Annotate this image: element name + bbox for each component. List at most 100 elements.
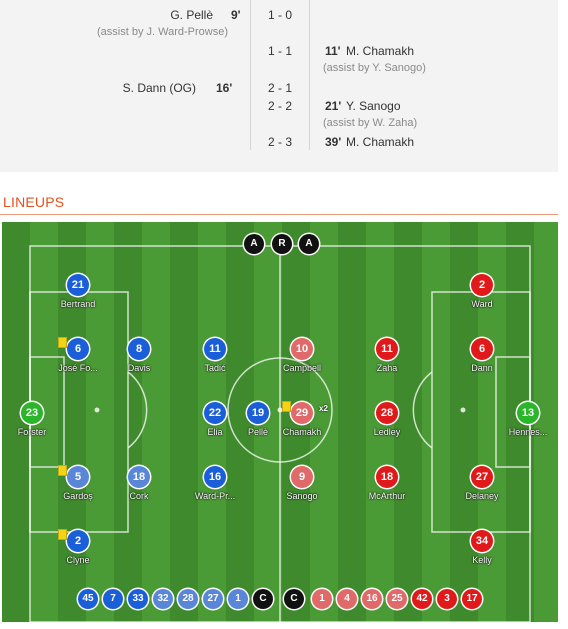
sub-home[interactable]: 32 xyxy=(153,589,173,609)
yellow-card-icon xyxy=(58,529,67,540)
sub-away[interactable]: 17 xyxy=(462,589,482,609)
player-name: Davis xyxy=(127,363,151,373)
referee-badge: R xyxy=(272,234,292,254)
player-name: Elia xyxy=(207,427,223,437)
goal-score: 2 - 2 xyxy=(268,99,293,113)
player-home-cork[interactable]: 18 Cork xyxy=(109,466,169,501)
assistant-referee-badge: A xyxy=(299,234,319,254)
player-home-tadic[interactable]: 11 Tadić xyxy=(185,338,245,373)
player-away-sanogo[interactable]: 9 Sanogo xyxy=(272,466,332,501)
player-home-davis[interactable]: 8 Davis xyxy=(109,338,169,373)
player-number: 23 xyxy=(21,402,43,424)
player-number: 9 xyxy=(291,466,313,488)
goal-away-minute: 21' xyxy=(325,99,342,113)
lineups-title: LINEUPS xyxy=(3,194,65,210)
goal-home-scorer: G. Pellè xyxy=(170,8,213,22)
goals-divider-left xyxy=(250,0,251,150)
goal-score: 1 - 0 xyxy=(268,8,293,22)
player-number: 6 xyxy=(67,338,89,360)
player-number: 8 xyxy=(128,338,150,360)
player-name: Ledley xyxy=(373,427,401,437)
goal-away-scorer: M. Chamakh xyxy=(346,135,415,149)
player-number: 11 xyxy=(204,338,226,360)
player-name: Pellè xyxy=(247,427,268,437)
goal-away-minute: 39' xyxy=(325,135,342,149)
player-name: Bertrand xyxy=(60,299,96,309)
player-number: 18 xyxy=(376,466,398,488)
player-name: Clyne xyxy=(66,555,90,565)
goal-away-assist: (assist by Y. Sanogo) xyxy=(323,62,426,74)
goal-away-assist: (assist by W. Zaha) xyxy=(323,117,418,129)
player-home-jose-fonte[interactable]: 6 José Fo... xyxy=(48,338,108,373)
player-home-clyne[interactable]: 2 Clyne xyxy=(48,530,108,565)
goal-score: 2 - 3 xyxy=(268,135,293,149)
player-number: 11 xyxy=(376,338,398,360)
player-away-chamakh[interactable]: 29 Chamakh xyxy=(272,402,332,437)
sub-home[interactable]: 45 xyxy=(78,589,98,609)
player-away-zaha[interactable]: 11 Zaha xyxy=(357,338,417,373)
sub-away[interactable]: 1 xyxy=(312,589,332,609)
pitch xyxy=(2,222,558,622)
player-name: Forster xyxy=(17,427,47,437)
player-away-hennessey[interactable]: 13 Hennes... xyxy=(498,402,558,437)
player-number: 6 xyxy=(471,338,493,360)
yellow-card-icon xyxy=(58,465,67,476)
sub-home[interactable]: 33 xyxy=(128,589,148,609)
player-number: 22 xyxy=(204,402,226,424)
sub-away[interactable]: 16 xyxy=(362,589,382,609)
player-name: Zaha xyxy=(376,363,398,373)
goal-score: 2 - 1 xyxy=(268,81,293,95)
goal-away-minute: 11' xyxy=(325,44,341,58)
player-number: 19 xyxy=(247,402,269,424)
sub-home[interactable]: 27 xyxy=(203,589,223,609)
goals-count-badge: x2 xyxy=(319,404,328,413)
player-number: 2 xyxy=(471,274,493,296)
player-name: Kelly xyxy=(472,555,492,565)
player-number: 27 xyxy=(471,466,493,488)
player-home-bertrand[interactable]: 21 Bertrand xyxy=(48,274,108,309)
sub-away[interactable]: 42 xyxy=(412,589,432,609)
player-name: José Fo... xyxy=(58,363,98,373)
goal-home-minute: 9' xyxy=(231,8,241,22)
coach-away-badge[interactable]: C xyxy=(284,589,304,609)
player-away-campbell[interactable]: 10 Campbell xyxy=(272,338,332,373)
player-home-pelle[interactable]: 19 Pellè xyxy=(228,402,288,437)
player-number: 10 xyxy=(291,338,313,360)
player-number: 16 xyxy=(204,466,226,488)
goal-away-scorer: Y. Sanogo xyxy=(346,99,401,113)
sub-away[interactable]: 4 xyxy=(337,589,357,609)
player-number: 2 xyxy=(67,530,89,552)
player-name: Tadić xyxy=(204,363,226,373)
player-name: Campbell xyxy=(282,363,322,373)
coach-home-badge[interactable]: C xyxy=(253,589,273,609)
goal-home-minute: 16' xyxy=(216,81,233,95)
player-away-dann[interactable]: 6 Dann xyxy=(452,338,512,373)
yellow-card-icon xyxy=(282,401,291,412)
sub-home[interactable]: 7 xyxy=(103,589,123,609)
goal-home-scorer: S. Dann (OG) xyxy=(122,81,196,95)
sub-home[interactable]: 28 xyxy=(178,589,198,609)
player-away-mcarthur[interactable]: 18 McArthur xyxy=(357,466,417,501)
player-away-ward[interactable]: 2 Ward xyxy=(452,274,512,309)
sub-away[interactable]: 3 xyxy=(437,589,457,609)
sub-away[interactable]: 25 xyxy=(387,589,407,609)
player-home-ward-prowse[interactable]: 16 Ward-Pr... xyxy=(185,466,245,501)
player-name: Ward-Pr... xyxy=(194,491,236,501)
player-name: Delaney xyxy=(465,491,499,501)
player-away-delaney[interactable]: 27 Delaney xyxy=(452,466,512,501)
lineups-divider xyxy=(0,214,558,215)
player-number: 29 xyxy=(291,402,313,424)
sub-home[interactable]: 1 xyxy=(228,589,248,609)
player-number: 13 xyxy=(517,402,539,424)
player-away-kelly[interactable]: 34 Kelly xyxy=(452,530,512,565)
player-home-gardos[interactable]: 5 Gardoș xyxy=(48,466,108,501)
player-name: Ward xyxy=(471,299,493,309)
player-name: Chamakh xyxy=(282,427,322,437)
player-home-forster[interactable]: 23 Forster xyxy=(2,402,62,437)
goal-score: 1 - 1 xyxy=(268,44,293,58)
player-number: 18 xyxy=(128,466,150,488)
yellow-card-icon xyxy=(58,337,67,348)
assistant-referee-badge: A xyxy=(244,234,264,254)
player-away-ledley[interactable]: 28 Ledley xyxy=(357,402,417,437)
player-home-elia[interactable]: 22 Elia xyxy=(185,402,245,437)
